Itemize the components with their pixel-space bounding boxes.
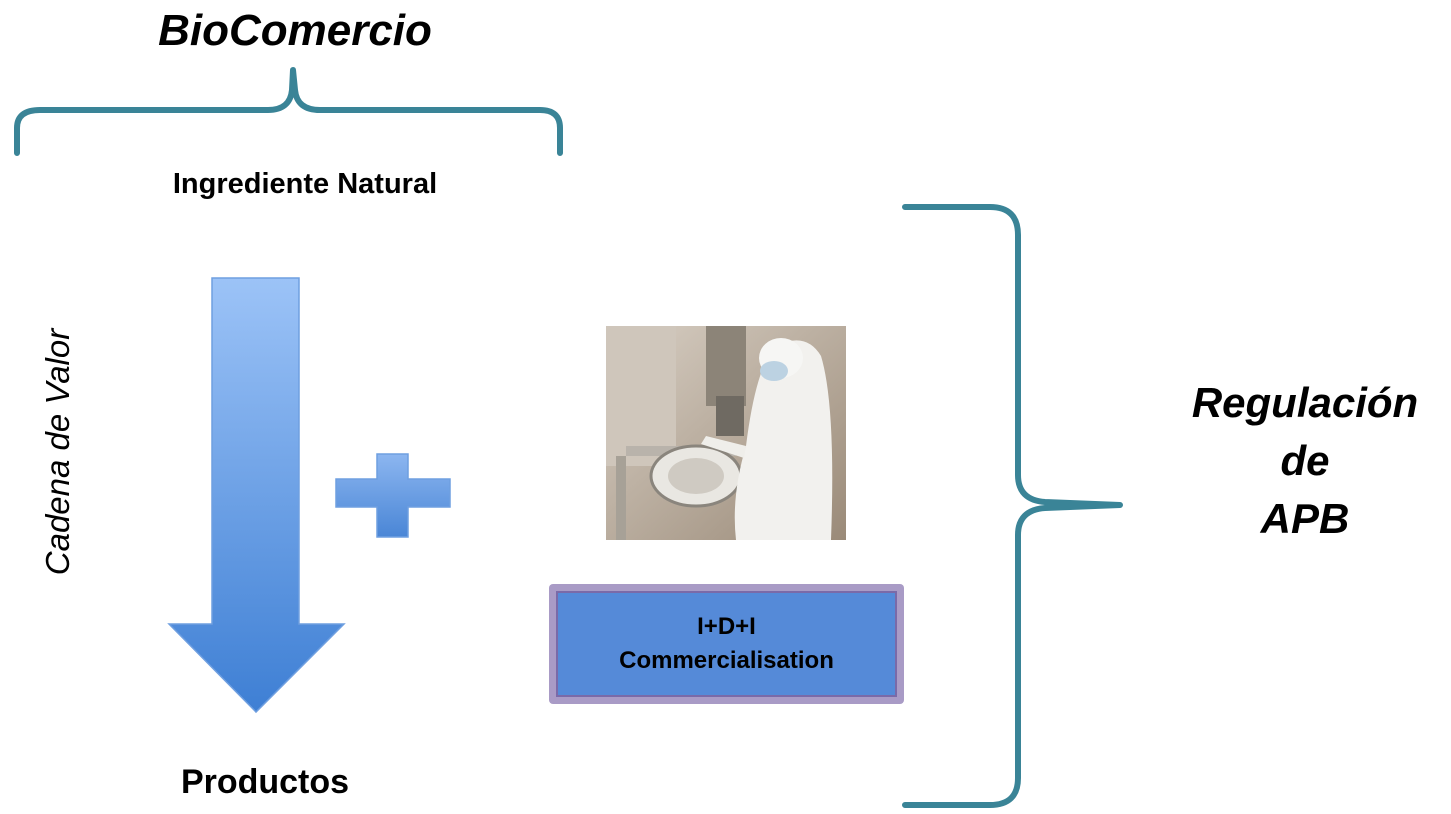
regulacion-line3: APB: [1260, 495, 1350, 542]
idi-box: I+D+I Commercialisation: [549, 584, 904, 704]
idi-box-inner: I+D+I Commercialisation: [556, 591, 897, 697]
idi-line2: Commercialisation: [619, 647, 834, 674]
productos-label: Productos: [180, 763, 350, 801]
ingrediente-natural-label: Ingrediente Natural: [172, 168, 438, 200]
regulacion-line1: Regulación: [1191, 379, 1419, 426]
regulacion-line2: de: [1280, 437, 1330, 484]
lab-photo: [606, 326, 846, 540]
title-biocomercio: BioComercio: [158, 6, 432, 55]
regulacion-label: Regulación de APB: [1155, 374, 1451, 548]
idi-line1: I+D+I: [697, 613, 756, 640]
